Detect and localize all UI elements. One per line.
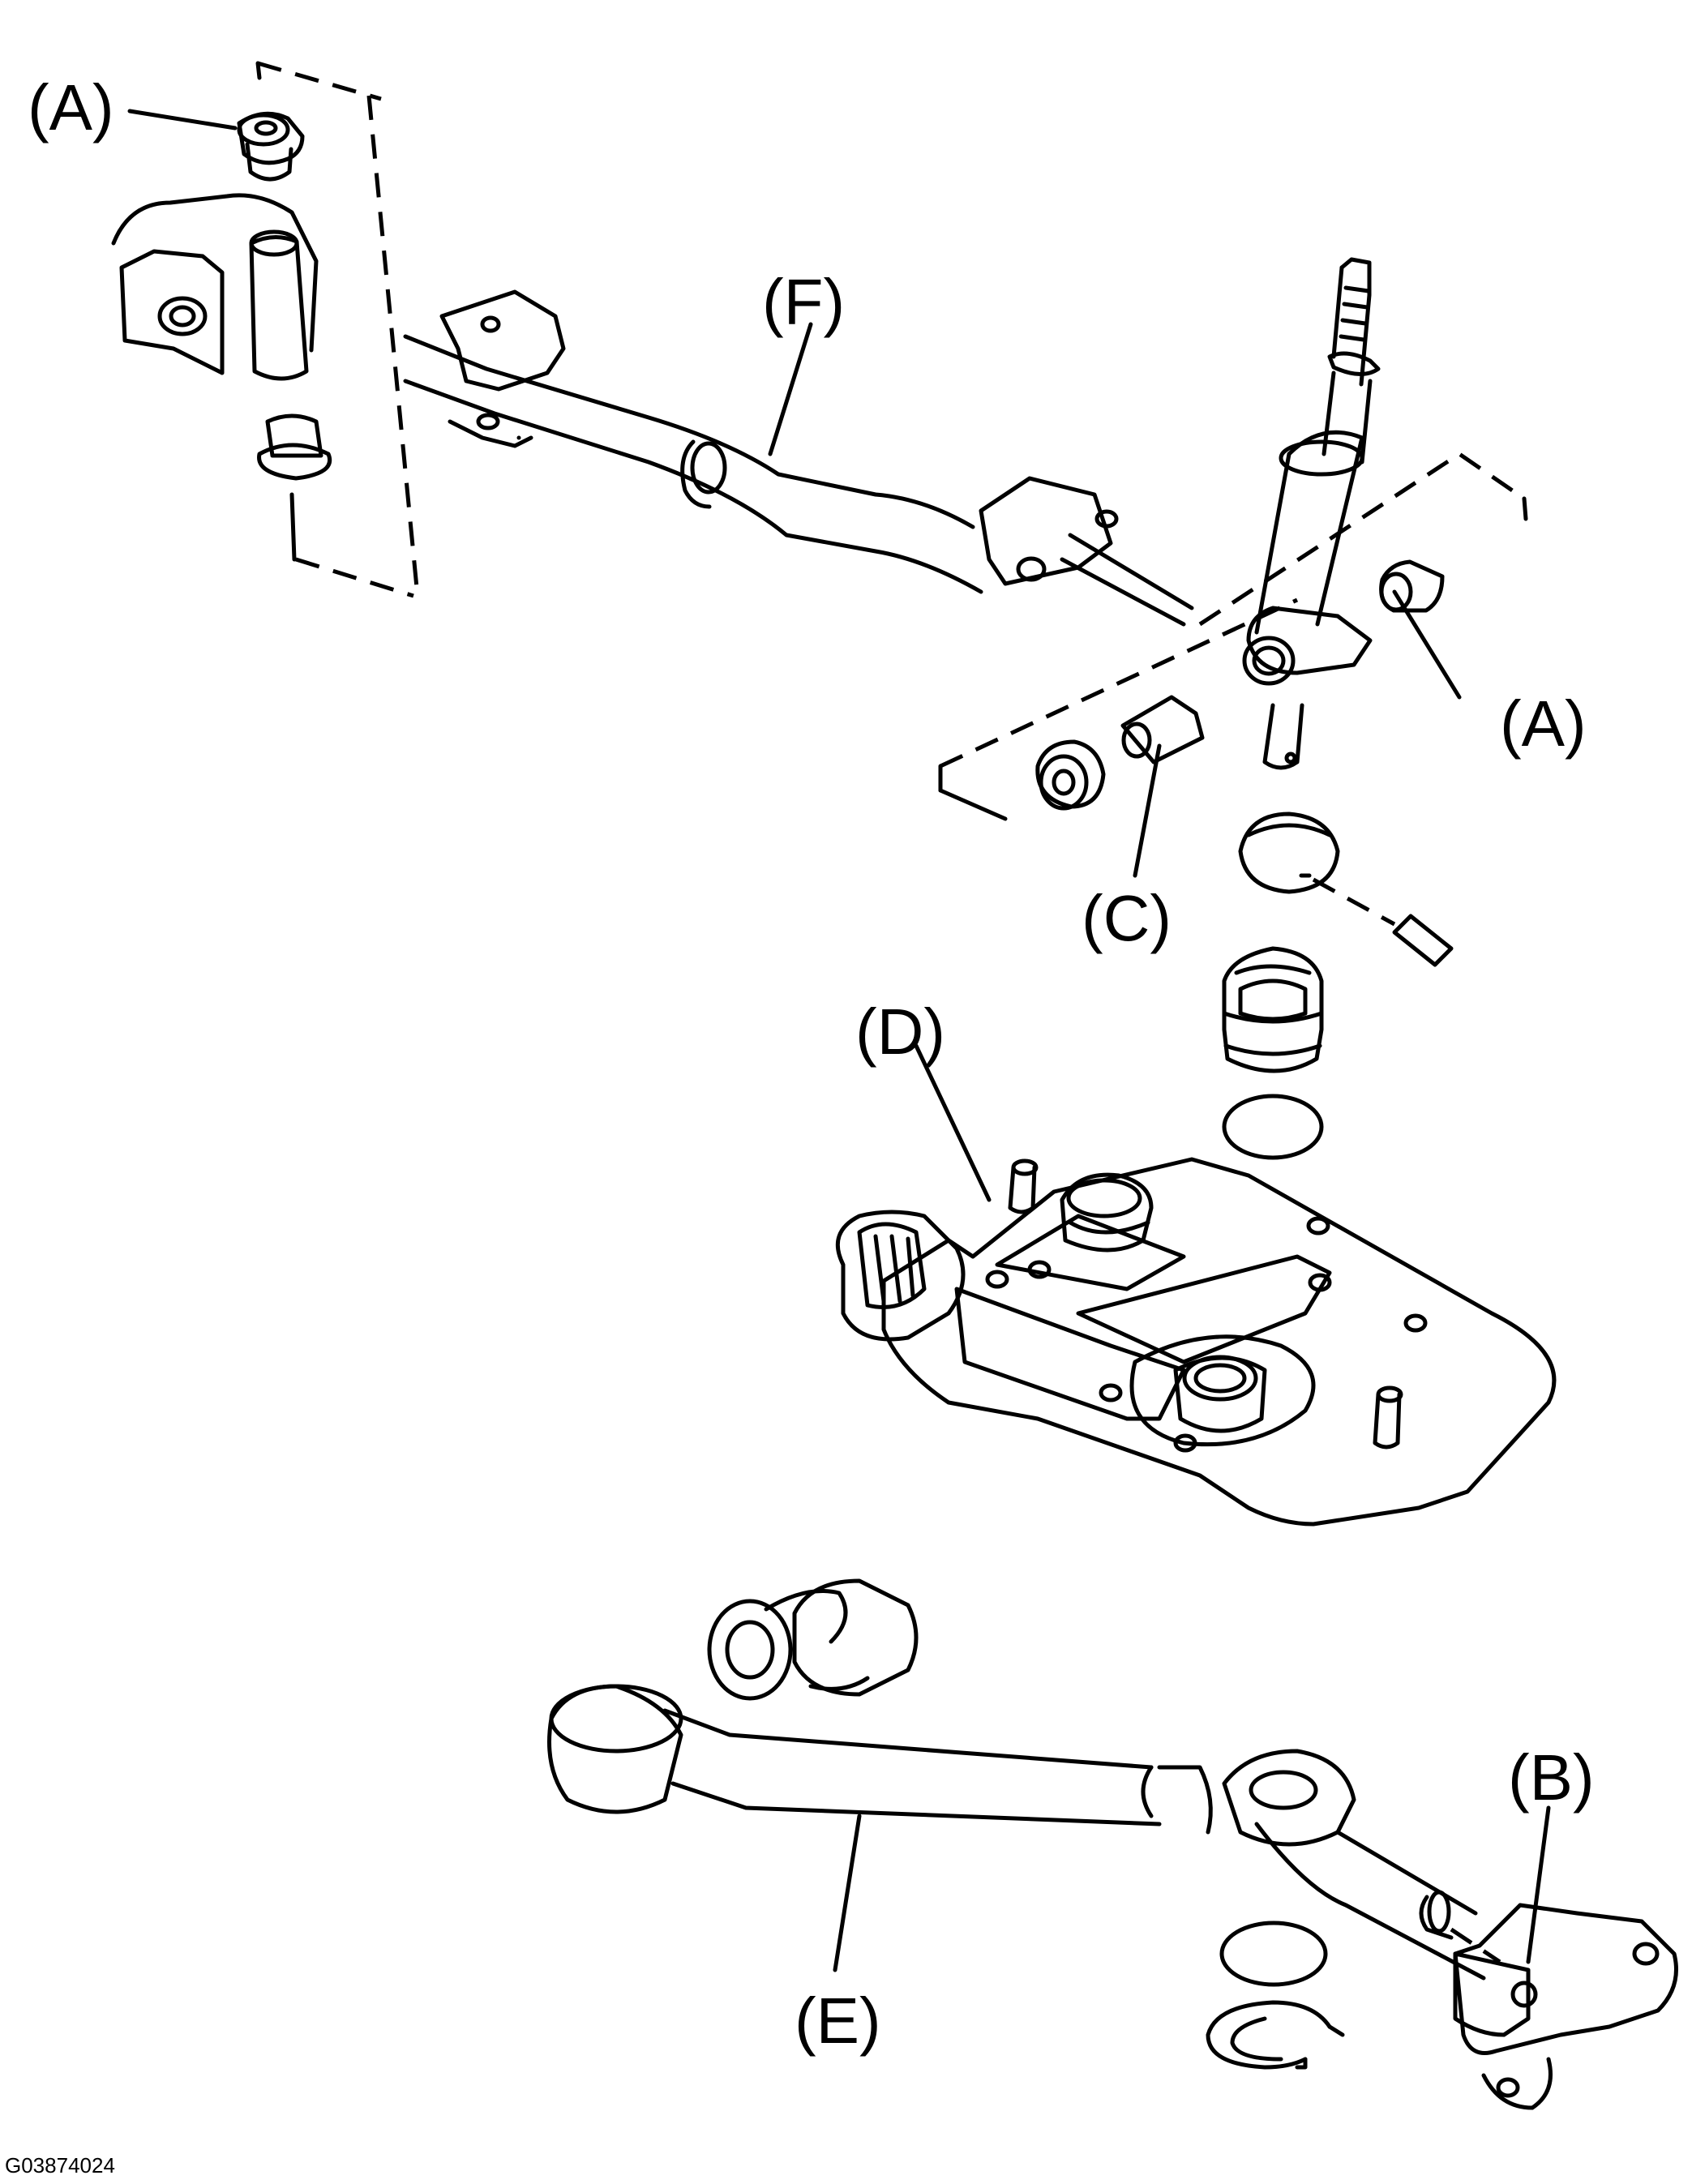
bushing-lower-left	[257, 413, 332, 481]
label-a-top: (A)	[28, 71, 114, 143]
label-d: (D)	[855, 996, 945, 1068]
o-ring-upper	[1222, 1094, 1324, 1160]
label-e: (E)	[795, 1985, 881, 2057]
shift-lever	[1242, 257, 1381, 770]
leader-lines	[127, 109, 1551, 1972]
right-dashed-assembly-outline	[938, 451, 1528, 821]
bracket-b	[1450, 1903, 1678, 2110]
ball-joint	[1238, 812, 1340, 894]
washer-near-c	[1035, 739, 1106, 811]
bushing-a-top	[237, 111, 305, 182]
label-c: (C)	[1082, 882, 1172, 954]
label-b: (B)	[1508, 1741, 1595, 1814]
shift-clevis	[111, 193, 319, 381]
left-dashed-assembly-outline	[255, 61, 420, 598]
figure-code: G03874024	[5, 2153, 115, 2178]
ball-joint-pin	[1312, 877, 1454, 967]
circlip	[1206, 2000, 1345, 2070]
support-rod-e	[547, 1684, 1486, 1981]
shift-seal-boot	[1222, 946, 1324, 1073]
label-f: (F)	[762, 266, 845, 338]
label-a-right: (A)	[1500, 687, 1587, 760]
link-rod-f	[403, 289, 1194, 627]
pin-c	[1120, 695, 1205, 764]
bushing-a-right	[1379, 559, 1445, 613]
shift-housing-d	[835, 1157, 1557, 1527]
o-ring-lower	[1219, 1921, 1328, 1987]
rubber-damper	[707, 1578, 919, 1701]
